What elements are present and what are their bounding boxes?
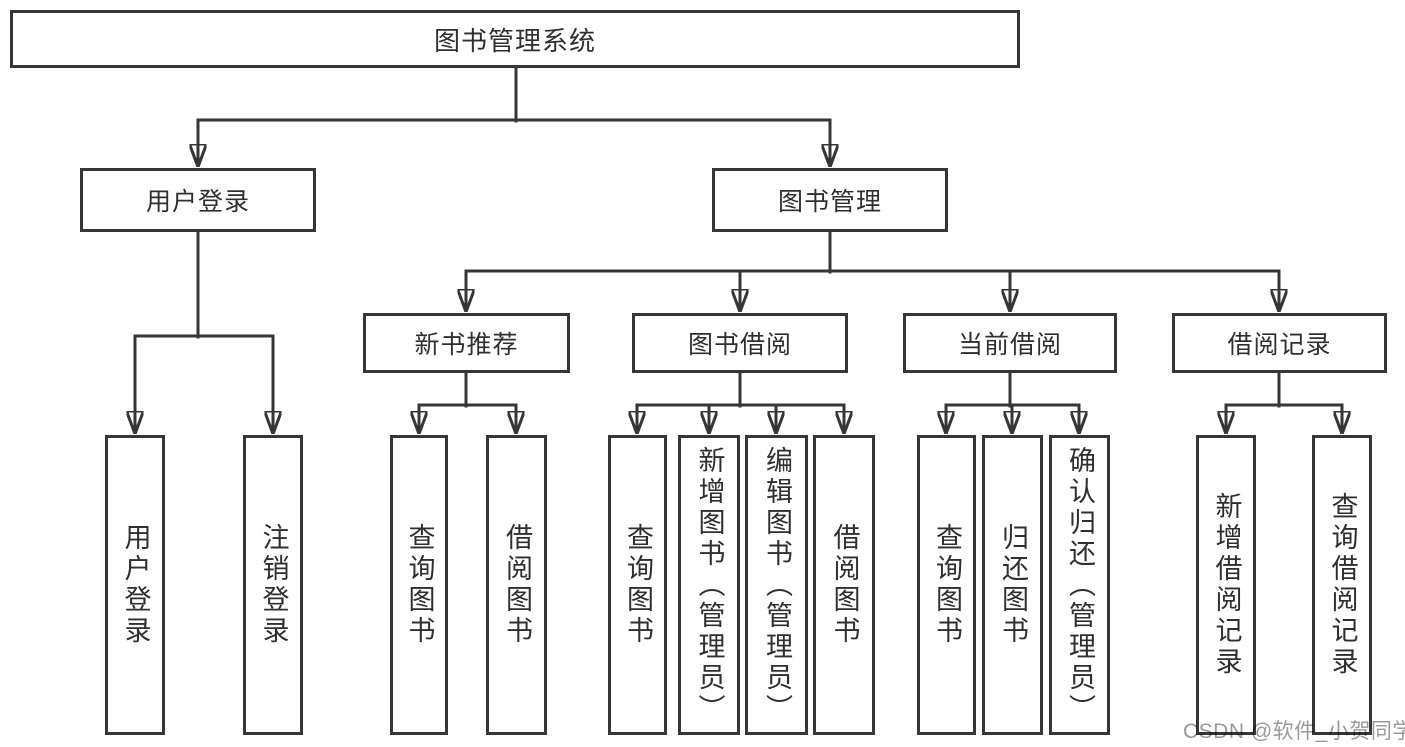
leaf-borrow-books: 借阅图书 — [813, 435, 875, 735]
leaf-query-books-recommend: 查询图书 — [390, 435, 448, 735]
node-borrowing-records: 借阅记录 — [1172, 313, 1387, 373]
leaf-borrow-books-label: 借阅图书 — [829, 523, 860, 647]
node-user-login: 用户登录 — [80, 168, 316, 232]
leaf-edit-books-admin-label: 编辑图书（管理员） — [762, 445, 792, 725]
leaf-add-borrow-record: 新增借阅记录 — [1196, 435, 1256, 735]
node-new-book-recommendation: 新书推荐 — [363, 313, 570, 373]
node-book-borrowing: 图书借阅 — [632, 313, 848, 373]
leaf-return-books: 归还图书 — [982, 435, 1043, 735]
leaf-query-borrow-record-label: 查询借阅记录 — [1327, 492, 1358, 678]
leaf-edit-books-admin: 编辑图书（管理员） — [745, 435, 808, 735]
leaf-confirm-return-admin: 确认归还（管理员） — [1049, 435, 1110, 735]
leaf-add-books-admin-label: 新增图书（管理员） — [694, 445, 725, 725]
leaf-query-books-current-label: 查询图书 — [932, 523, 962, 647]
leaf-logout-label: 注销登录 — [258, 523, 289, 647]
leaf-confirm-return-admin-label: 确认归还（管理员） — [1065, 445, 1095, 725]
leaf-query-borrow-record: 查询借阅记录 — [1312, 435, 1372, 735]
leaf-query-books-recommend-label: 查询图书 — [404, 523, 435, 647]
leaf-return-books-label: 归还图书 — [998, 523, 1028, 647]
csdn-watermark: CSDN @软件_小贺同学 — [1183, 720, 1405, 743]
leaf-borrow-books-recommend: 借阅图书 — [486, 435, 547, 735]
leaf-user-login: 用户登录 — [105, 435, 165, 735]
node-library-management-system: 图书管理系统 — [10, 10, 1020, 68]
leaf-user-login-label: 用户登录 — [120, 523, 151, 647]
leaf-query-books-current: 查询图书 — [917, 435, 976, 735]
leaf-borrow-books-recommend-label: 借阅图书 — [502, 523, 532, 647]
leaf-query-books-borrow: 查询图书 — [608, 435, 667, 735]
leaf-query-books-borrow-label: 查询图书 — [623, 523, 653, 647]
node-book-management: 图书管理 — [712, 168, 948, 232]
node-current-borrowing: 当前借阅 — [903, 313, 1117, 373]
leaf-add-books-admin: 新增图书（管理员） — [678, 435, 740, 735]
leaf-logout: 注销登录 — [243, 435, 303, 735]
leaf-add-borrow-record-label: 新增借阅记录 — [1211, 492, 1242, 678]
